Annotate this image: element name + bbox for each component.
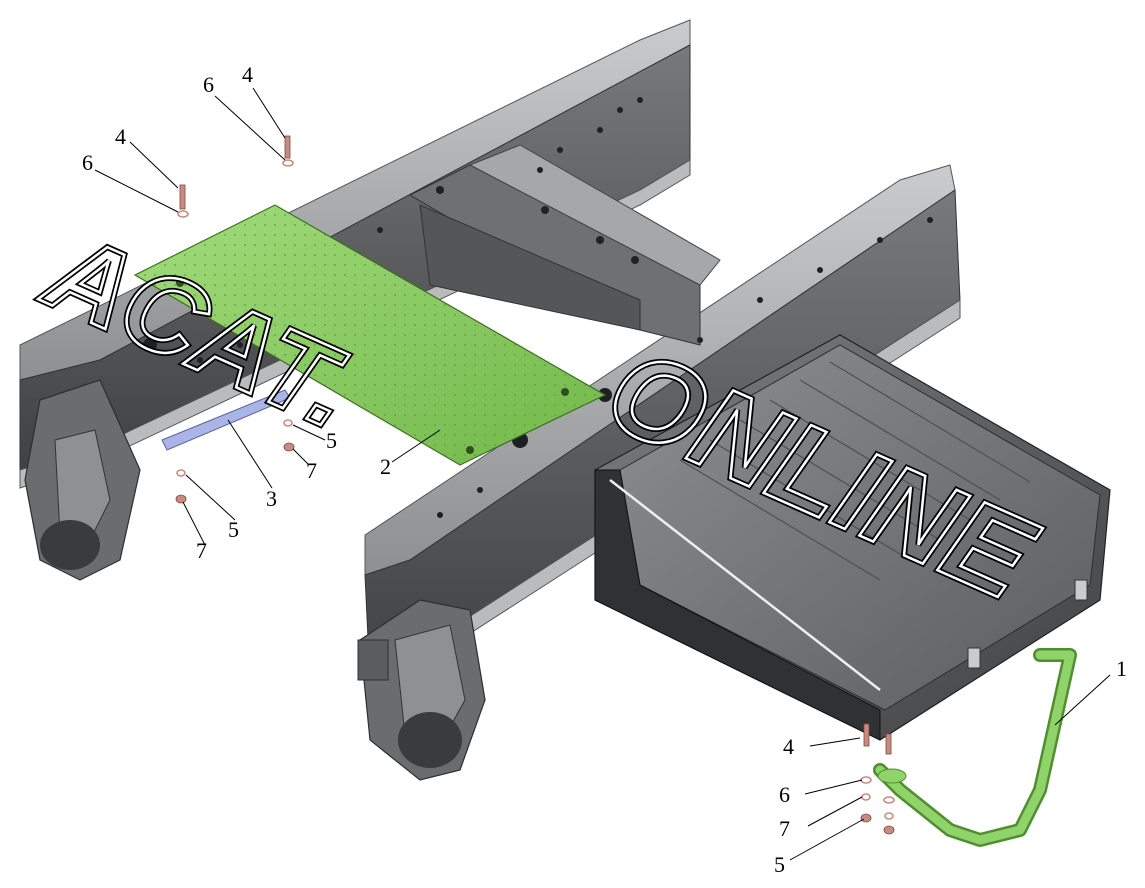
callout-3: 3: [266, 486, 277, 511]
cross-member: [408, 144, 721, 346]
callout-2: 2: [380, 454, 391, 479]
callout-4-upper-center: 4: [242, 62, 253, 87]
callout-7-lower-right: 7: [779, 816, 790, 841]
part-3-blue-strip: [161, 389, 291, 451]
callout-4-upper-left: 4: [115, 124, 126, 149]
toolbox: [594, 334, 1111, 741]
callout-7-center: 7: [306, 458, 317, 483]
callout-1: 1: [1116, 656, 1127, 681]
callout-7-left: 7: [196, 538, 207, 563]
callouts: 1 2 3 4 4 4 5 5 5 6 6 6 7 7 7: [82, 62, 1127, 877]
fasteners: [175, 135, 895, 835]
callout-5-lower-right: 5: [774, 852, 785, 877]
callout-5-left: 5: [228, 517, 239, 542]
leader-lines: [94, 87, 1111, 861]
callout-5-center: 5: [326, 428, 337, 453]
callout-4-lower-right: 4: [783, 734, 794, 759]
part-1-green-strap: [873, 648, 1077, 847]
left-spring-bracket: [24, 379, 141, 581]
part-2-green-plate: [133, 204, 607, 466]
callout-6-upper-left: 6: [82, 150, 93, 175]
callout-6-upper-center: 6: [203, 72, 214, 97]
right-spring-bracket: [357, 599, 486, 781]
callout-6-lower-right: 6: [779, 782, 790, 807]
